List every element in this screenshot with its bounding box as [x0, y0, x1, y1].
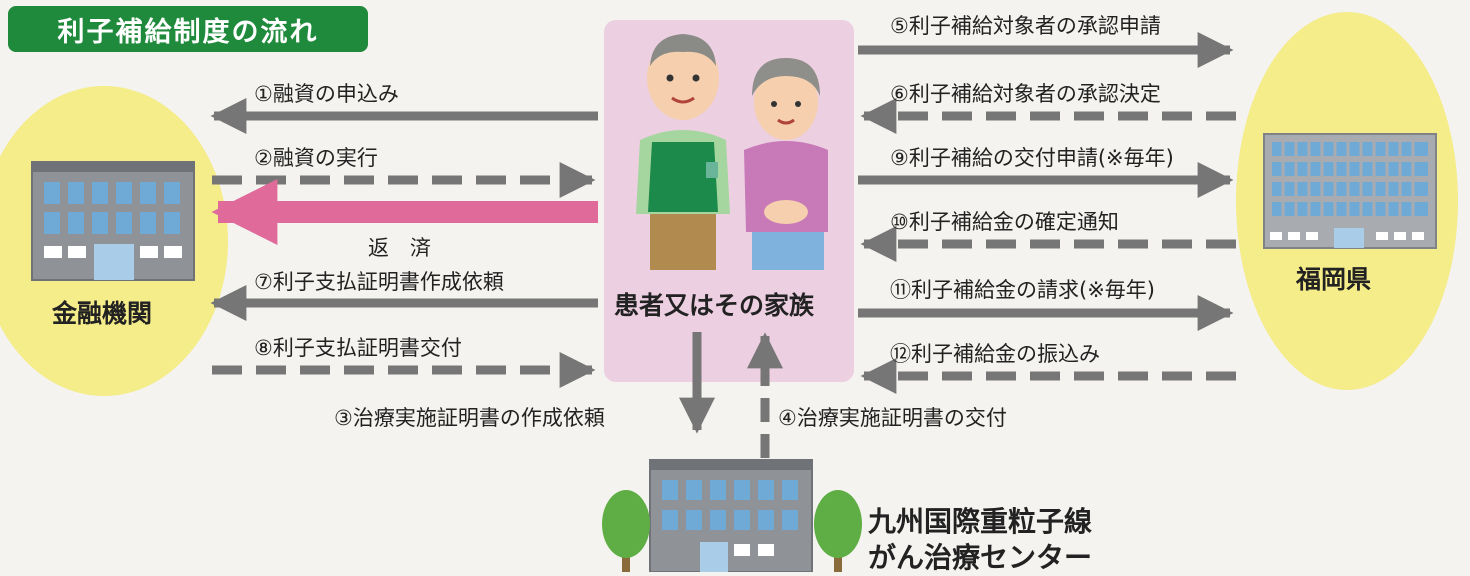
prefecture-label: 福岡県	[1296, 265, 1372, 294]
step-10-label: ⑩利子補給金の確定通知	[890, 210, 1119, 234]
tree-left-icon	[602, 490, 650, 572]
step-3-label: ③治療実施証明書の作成依頼	[334, 406, 605, 430]
step-9-label: ⑨利子補給の交付申請(※毎年)	[890, 146, 1174, 170]
step-6-label: ⑥利子補給対象者の承認決定	[890, 82, 1161, 106]
couple-illustration-icon	[636, 34, 828, 270]
step-11-label: ⑪利子補給金の請求(※毎年)	[890, 278, 1155, 302]
tree-right-icon	[814, 490, 862, 572]
bank-building-icon	[31, 161, 195, 281]
center-label-line2: がん治療センター	[868, 541, 1093, 574]
step-12-label: ⑫利子補給金の振込み	[890, 342, 1100, 366]
bank-label: 金融機関	[52, 299, 153, 328]
step-7-label: ⑦利子支払証明書作成依頼	[254, 270, 504, 294]
center-label-line1: 九州国際重粒子線	[868, 505, 1093, 538]
page-title: 利子補給制度の流れ	[8, 6, 368, 52]
step-1-label: ①融資の申込み	[254, 82, 399, 106]
step-2-label: ②融資の実行	[254, 146, 378, 170]
step-4-label: ④治療実施証明書の交付	[778, 406, 1007, 430]
repay-label: 返 済	[368, 236, 431, 260]
step-8-label: ⑧利子支払証明書交付	[254, 336, 462, 360]
hospital-building-icon	[649, 459, 813, 572]
patient-label: 患者又はその家族	[614, 291, 815, 320]
step-5-label: ⑤利子補給対象者の承認申請	[890, 14, 1161, 38]
prefecture-building-icon	[1263, 133, 1437, 249]
